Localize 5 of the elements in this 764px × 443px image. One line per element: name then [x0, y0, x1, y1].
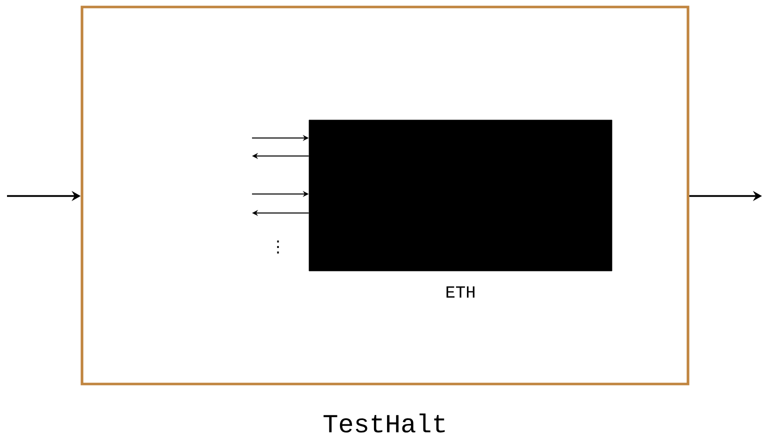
block-box: [308, 120, 612, 272]
node-label: TestHalt: [324, 413, 445, 433]
vertical-ellipsis: ⋮: [277, 240, 279, 254]
node-label: ETH: [446, 286, 474, 298]
frame-box: [80, 6, 690, 386]
